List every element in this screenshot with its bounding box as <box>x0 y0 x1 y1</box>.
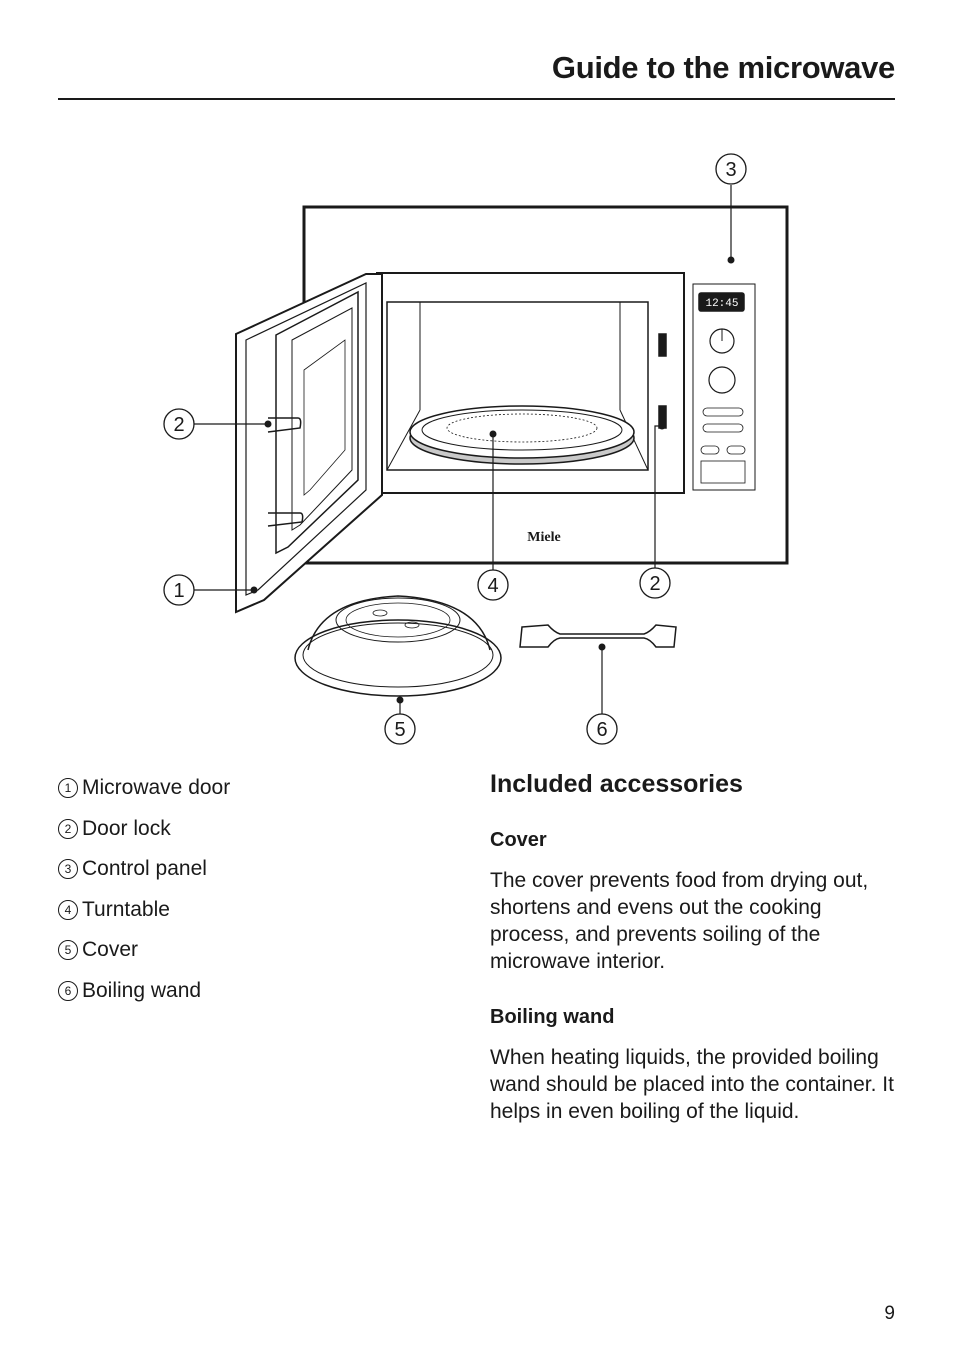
parts-list: 1 Microwave door 2 Door lock 3 Control p… <box>58 768 230 1011</box>
item-label: Turntable <box>82 897 170 921</box>
callout-circle-5 <box>384 713 416 745</box>
callout-circle-1 <box>163 574 195 606</box>
accessories-section: Included accessories Cover The cover pre… <box>490 770 900 1125</box>
list-item: 5 Cover <box>58 930 230 971</box>
time-display <box>698 292 745 312</box>
page-number: 9 <box>884 1303 895 1324</box>
list-item: 6 Boiling wand <box>58 971 230 1012</box>
microwave-door <box>235 273 383 614</box>
list-item: 1 Microwave door <box>58 768 230 809</box>
callout-number: 3 <box>725 159 736 181</box>
list-item: 4 Turntable <box>58 890 230 931</box>
callout-circle-4 <box>477 569 509 601</box>
list-item: 2 Door lock <box>58 809 230 850</box>
callout-number: 4 <box>487 575 498 597</box>
callout-number: 2 <box>173 414 184 436</box>
callout-number: 1 <box>173 580 184 602</box>
door-hook-top <box>267 417 302 433</box>
boiling-wand <box>519 624 677 648</box>
item-label: Door lock <box>82 816 171 840</box>
item-number: 3 <box>58 859 78 880</box>
cover-accessory <box>294 619 502 697</box>
page-title: Guide to the microwave <box>551 50 895 85</box>
wand-heading: Boiling wand <box>490 1006 615 1028</box>
item-number: 4 <box>58 899 78 920</box>
select-dial <box>708 366 736 394</box>
callout-circle-2-door <box>163 408 195 440</box>
control-panel <box>692 283 756 491</box>
brand-logo-text: Miele <box>527 530 560 545</box>
callout-circle-3 <box>715 153 747 185</box>
title-rule <box>58 98 895 100</box>
accessories-heading: Included accessories <box>490 770 743 798</box>
item-label: Microwave door <box>82 776 231 800</box>
callout-circle-2-cavity <box>639 567 671 599</box>
item-label: Boiling wand <box>82 978 202 1002</box>
item-label: Control panel <box>82 857 207 881</box>
item-number: 5 <box>58 940 78 961</box>
item-number: 1 <box>58 778 78 799</box>
callout-number: 2 <box>649 573 660 595</box>
callout-number: 6 <box>596 719 607 741</box>
door-lock-slot-top <box>658 333 667 357</box>
display-time-text: 12:45 <box>705 298 738 310</box>
item-number: 6 <box>58 980 78 1001</box>
callout-circle-6 <box>586 713 618 745</box>
cover-description: The cover prevents food from drying out,… <box>490 869 869 973</box>
cover-heading: Cover <box>490 829 547 851</box>
item-number: 2 <box>58 818 78 839</box>
item-label: Cover <box>82 938 139 962</box>
microwave-illustration: 12:45 Miele 3 2 1 4 2 5 6 <box>163 153 789 745</box>
callout-number: 5 <box>394 719 405 741</box>
door-hook-bottom <box>267 512 304 527</box>
list-item: 3 Control panel <box>58 849 230 890</box>
wand-description: When heating liquids, the provided boili… <box>490 1046 894 1123</box>
